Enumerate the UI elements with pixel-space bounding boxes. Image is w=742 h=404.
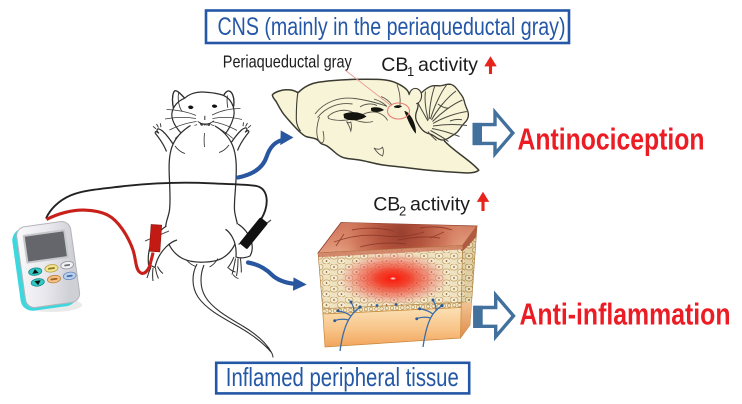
svg-text:Periaqueductal gray: Periaqueductal gray xyxy=(223,52,352,72)
svg-text:activity: activity xyxy=(410,194,470,216)
svg-text:activity: activity xyxy=(418,54,478,76)
svg-text:CB: CB xyxy=(381,54,408,76)
svg-text:CB: CB xyxy=(373,194,400,216)
svg-text:CNS (mainly in the periaqueduc: CNS (mainly in the periaqueductal gray) xyxy=(218,13,566,41)
svg-text:Anti-inflammation: Anti-inflammation xyxy=(520,297,731,331)
svg-text:1: 1 xyxy=(407,64,414,79)
svg-text:Antinociception: Antinociception xyxy=(518,123,705,157)
svg-text:2: 2 xyxy=(399,203,406,218)
svg-text:Inflamed peripheral tissue: Inflamed peripheral tissue xyxy=(226,362,459,392)
